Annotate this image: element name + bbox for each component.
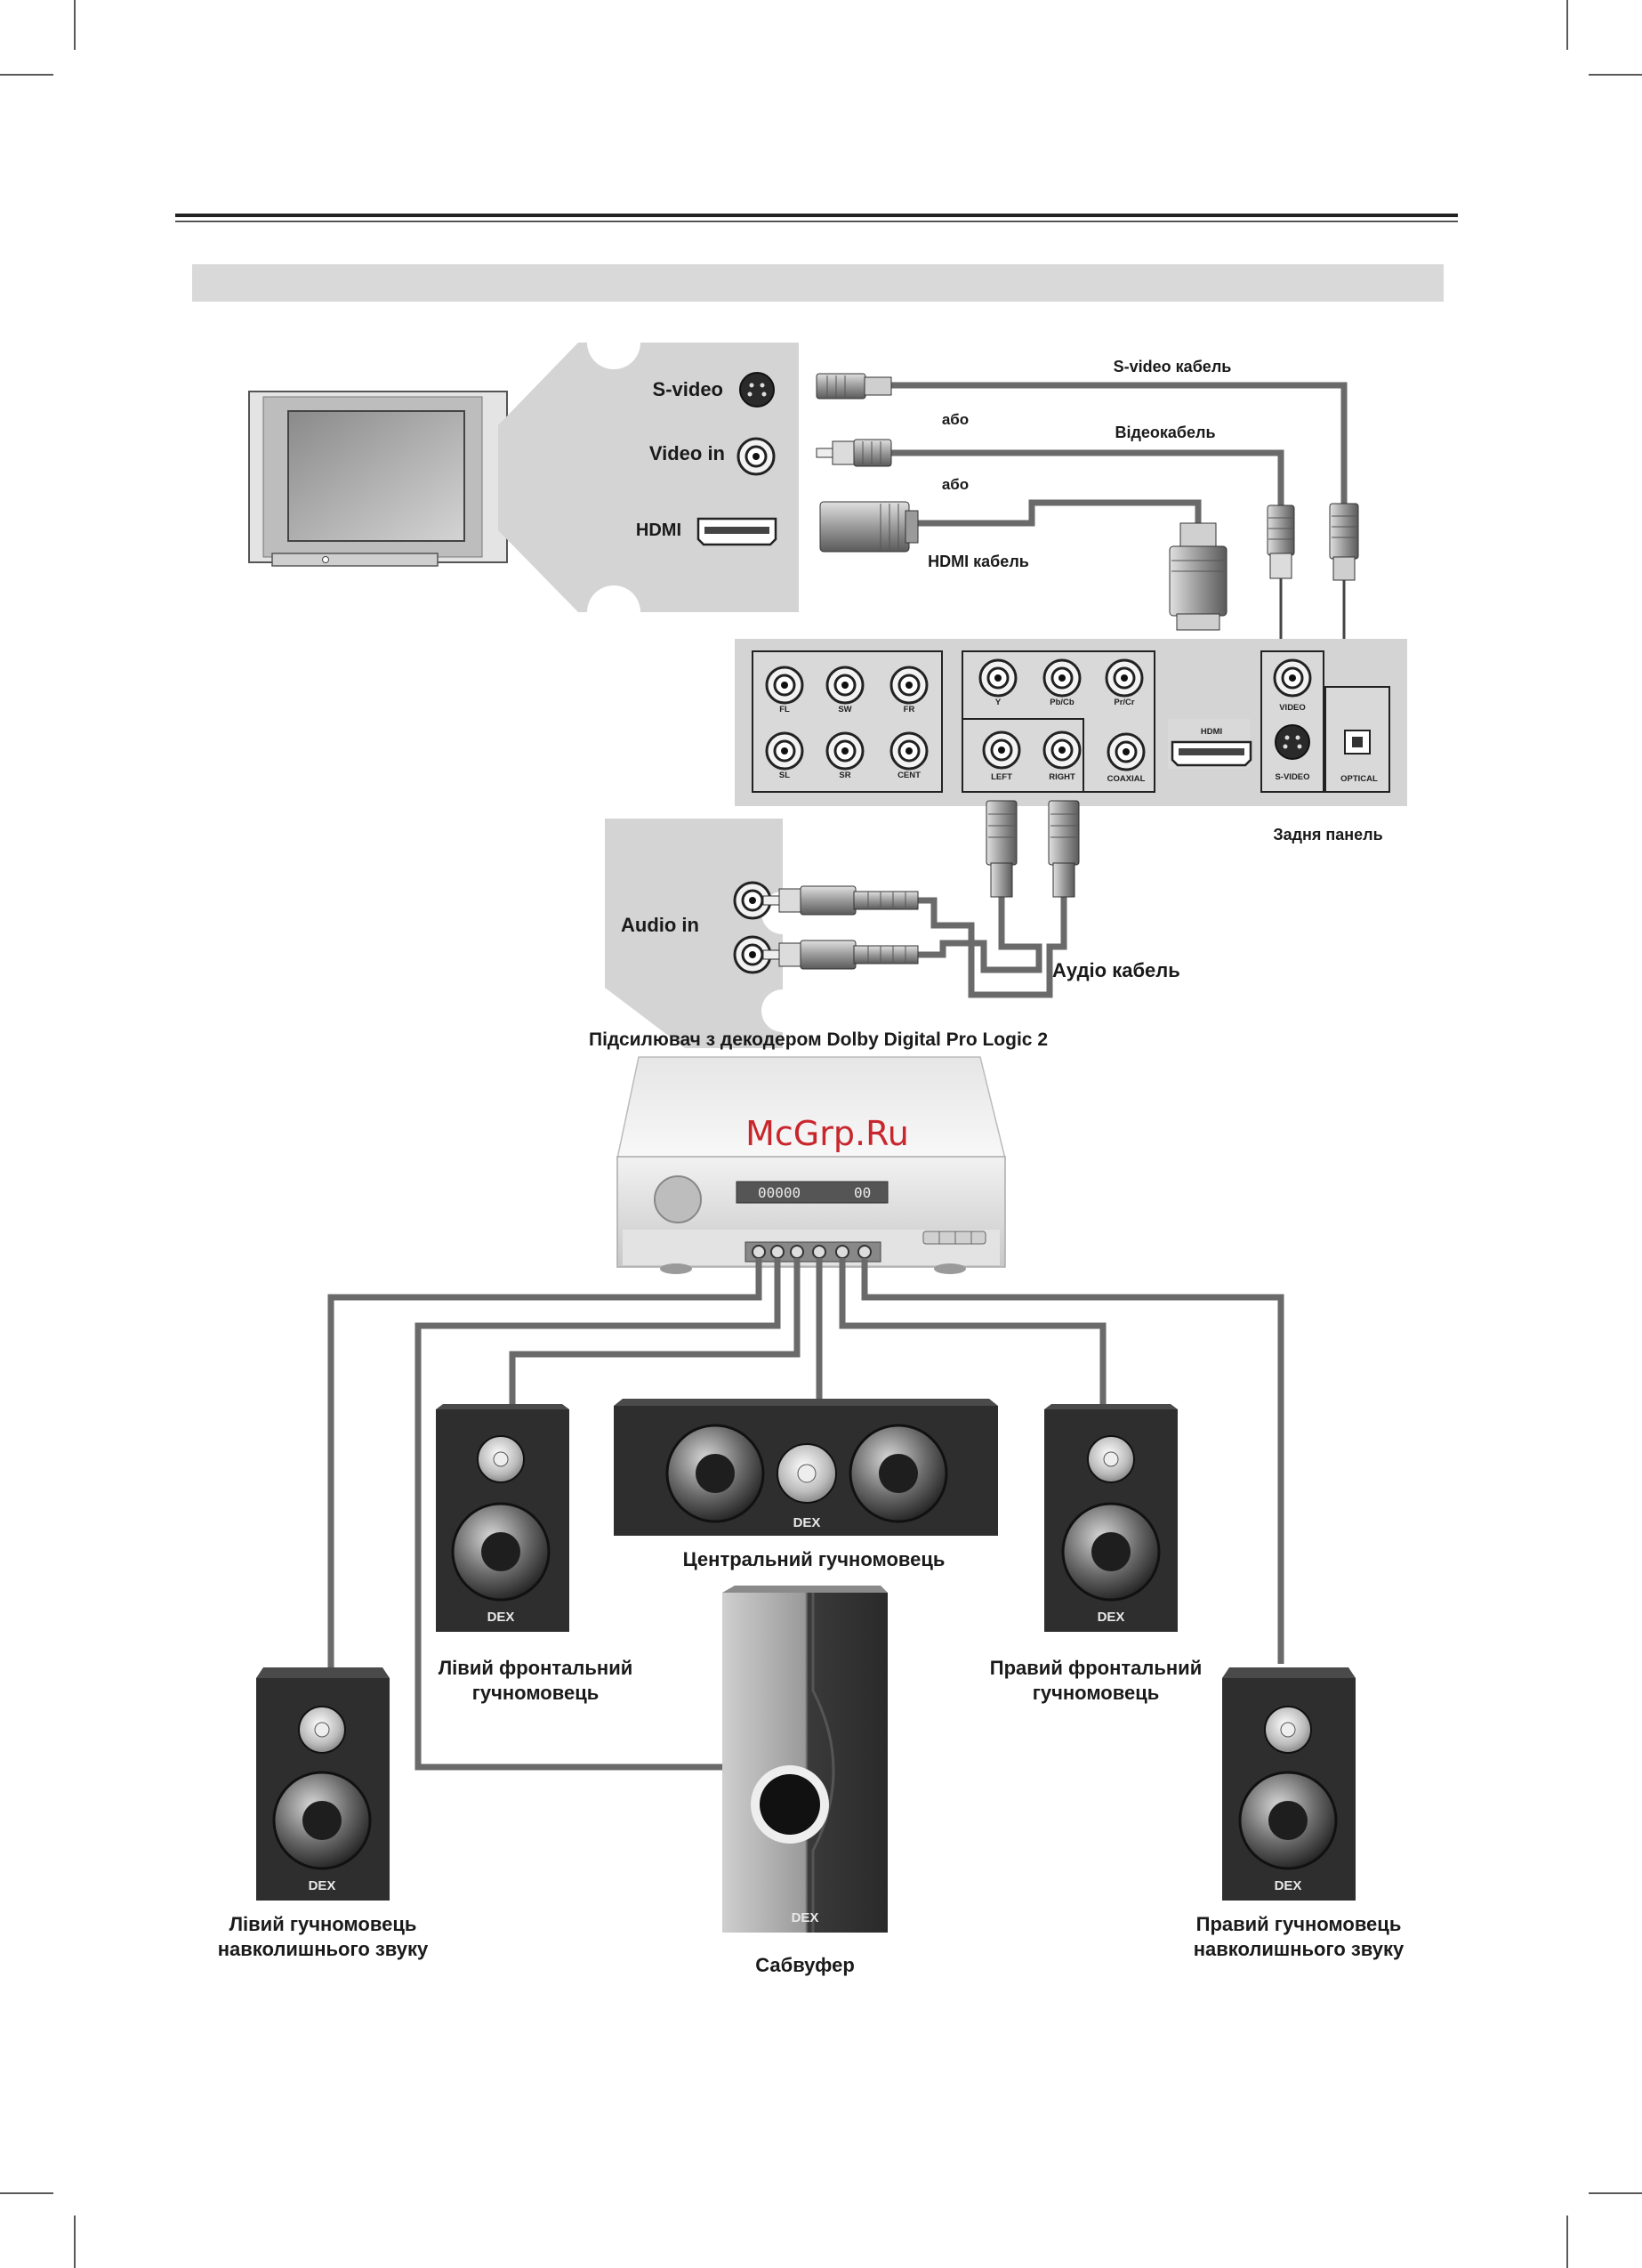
video-cable-label: Відеокабель	[1115, 424, 1215, 441]
rear-label-svideo: S-VIDEO	[1275, 772, 1309, 782]
svideo-label: S-video	[653, 378, 723, 400]
or-label-2: або	[942, 476, 969, 493]
audio-plug-vertical-left-icon	[986, 800, 1018, 898]
optical-port-icon	[1344, 730, 1371, 755]
center-speaker-label: Центральний гучномовець	[683, 1548, 946, 1570]
surround-right-speaker-icon	[1222, 1667, 1356, 1901]
front-right-label-line2: гучномовець	[1033, 1682, 1160, 1704]
rear-label-cent: CENT	[897, 771, 921, 780]
hdmi-cable-label: HDMI кабель	[928, 553, 1029, 570]
hdmi-plug-vertical-icon	[1169, 522, 1227, 631]
amplifier-display-aux: 00	[854, 1184, 871, 1201]
rear-jack-left-icon	[982, 730, 1021, 770]
amplifier-icon	[616, 1056, 1006, 1274]
watermark: McGrp.Ru	[745, 1114, 909, 1153]
surround-right-label-line1: Правий гучномовець	[1196, 1913, 1402, 1935]
surround-right-label-line2: навколишнього звуку	[1194, 1938, 1405, 1960]
svideo-plug-icon	[816, 373, 892, 400]
audio-cable	[916, 863, 1067, 998]
front-left-label-line2: гучномовець	[472, 1682, 600, 1704]
rear-label-right: RIGHT	[1049, 772, 1075, 782]
rear-jack-pbcb-icon	[1042, 658, 1082, 698]
amplifier-output-terminals	[752, 1245, 872, 1259]
surround-right-speaker-brand: DEX	[1275, 1878, 1302, 1893]
rear-label-pbcb: Pb/Cb	[1050, 698, 1075, 707]
hdmi-rear-port-icon: HDMI	[1171, 727, 1252, 767]
rear-label-left: LEFT	[991, 772, 1012, 782]
svideo-jack-icon	[739, 372, 775, 408]
audio-plug-right-icon	[762, 940, 919, 970]
front-left-speaker-brand: DEX	[487, 1610, 515, 1625]
rear-label-y: Y	[995, 698, 1002, 707]
hdmi-cable	[916, 499, 1202, 527]
front-left-speaker-icon	[436, 1404, 569, 1632]
svideo-cable-label: S-video кабель	[1114, 358, 1232, 375]
hdmi-label: HDMI	[636, 521, 681, 540]
rear-label-fl: FL	[779, 705, 790, 714]
audio-plug-left-icon	[762, 885, 919, 916]
audio-in-jack-left-icon	[733, 881, 772, 920]
video-plug-icon	[816, 439, 892, 467]
rear-jack-fr-icon	[889, 666, 929, 705]
rear-label-sr: SR	[839, 771, 850, 780]
rear-jack-prcr-icon	[1105, 658, 1144, 698]
rear-jack-sr-icon	[825, 731, 865, 771]
rear-label-coaxial: COAXIAL	[1107, 774, 1146, 784]
front-right-speaker-icon	[1044, 1404, 1178, 1632]
tv-icon	[248, 391, 508, 567]
rear-label-hdmi: HDMI	[1201, 727, 1222, 737]
subwoofer-icon	[722, 1586, 888, 1933]
surround-left-speaker-brand: DEX	[309, 1878, 336, 1893]
subwoofer-label: Сабвуфер	[755, 1954, 855, 1976]
rear-jack-fl-icon	[765, 666, 804, 705]
videoin-label: Video in	[649, 442, 725, 464]
amplifier-title: Підсилювач з декодером Dolby Digital Pro…	[589, 1029, 1048, 1050]
header-rule	[175, 214, 1458, 222]
rear-jack-sw-icon	[825, 666, 865, 705]
amplifier-display-main: 00000	[758, 1184, 801, 1201]
front-right-speaker-brand: DEX	[1098, 1610, 1125, 1625]
center-speaker-brand: DEX	[793, 1515, 821, 1530]
front-left-label-line1: Лівий фронтальний	[439, 1657, 633, 1679]
rear-label-video: VIDEO	[1279, 703, 1306, 713]
center-speaker-icon	[614, 1399, 998, 1536]
video-in-jack-icon	[736, 437, 776, 476]
speaker-wires	[327, 1258, 1284, 1771]
rear-jack-y-icon	[978, 658, 1018, 698]
audio-in-panel	[605, 819, 783, 1048]
surround-left-speaker-icon	[256, 1667, 390, 1901]
rear-label-prcr: Pr/Cr	[1114, 698, 1135, 707]
rear-label-sl: SL	[779, 771, 790, 780]
rear-panel-caption: Задня панель	[1273, 826, 1382, 843]
section-header-bar	[192, 264, 1444, 302]
rear-label-optical: OPTICAL	[1340, 774, 1378, 784]
hdmi-plug-icon	[819, 501, 919, 553]
or-label-1: або	[942, 411, 969, 428]
rear-label-sw: SW	[838, 705, 851, 714]
video-plug-vertical-icon	[1267, 504, 1295, 676]
audio-cable-label: Аудіо кабель	[1052, 959, 1180, 981]
hdmi-port-icon	[696, 517, 777, 546]
rear-label-fr: FR	[904, 705, 915, 714]
svideo-cable	[889, 382, 1348, 507]
rear-jack-cent-icon	[889, 731, 929, 771]
front-right-label-line1: Правий фронтальний	[990, 1657, 1202, 1679]
rear-jack-video-icon	[1273, 658, 1312, 698]
rear-jack-right-icon	[1042, 730, 1082, 770]
subwoofer-brand: DEX	[792, 1910, 819, 1925]
rear-jack-sl-icon	[765, 731, 804, 771]
svideo-rear-jack-icon	[1275, 724, 1310, 760]
rear-jack-coaxial-icon	[1107, 732, 1146, 771]
surround-left-label-line1: Лівий гучномовець	[229, 1913, 417, 1935]
audio-in-jack-right-icon	[733, 935, 772, 974]
audio-in-label: Audio in	[621, 914, 699, 936]
video-cable	[889, 449, 1284, 507]
surround-left-label-line2: навколишнього звуку	[218, 1938, 429, 1960]
audio-plug-vertical-right-icon	[1048, 800, 1080, 898]
